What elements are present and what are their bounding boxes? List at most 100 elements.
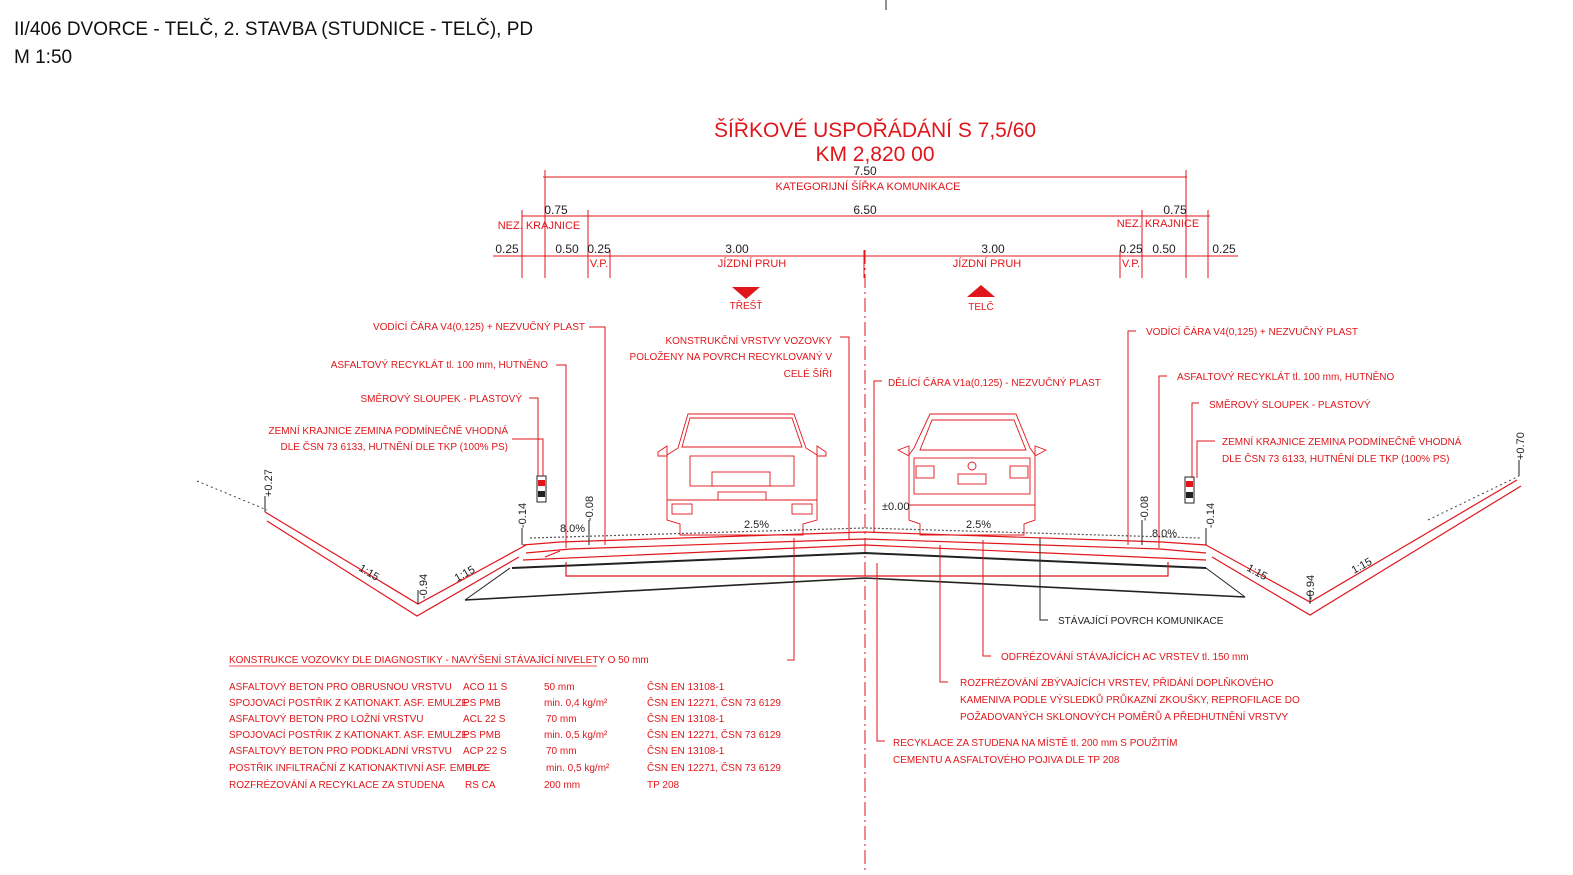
leader-lines: [512, 326, 1215, 742]
layer-row-7-name: ROZFRÉZOVÁNÍ A RECYKLACE ZA STUDENA: [229, 778, 445, 791]
layer-row-5-amount: 70 mm: [546, 746, 577, 757]
dimension-lines: [493, 170, 1238, 278]
note-existing-surface: STÁVAJÍCÍ POVRCH KOMUNIKACE: [1058, 614, 1224, 627]
direction-right: TELČ: [968, 300, 994, 313]
guide-post-right: [1184, 476, 1195, 504]
level-left-inner: -0.08: [584, 496, 596, 521]
layer-row-3-amount: 70 mm: [546, 714, 577, 725]
layer-row-6-standard: ČSN EN 12271, ČSN 73 6129: [647, 761, 781, 774]
dim-d2: 0.50: [555, 242, 579, 256]
note-left-shoulder-1: ZEMNÍ KRAJNICE ZEMINA PODMÍNEČNĚ VHODNÁ: [269, 424, 509, 437]
layer-row-6-name: POSTŘIK INFILTRAČNÍ Z KATIONAKTIVNÍ ASF.…: [229, 761, 491, 774]
layer-row-3-code: ACL 22 S: [463, 714, 506, 725]
note-center-layers-1: KONSTRUKČNÍ VRSTVY VOZOVKY: [665, 334, 832, 347]
layer-row-1-code: ACO 11 S: [463, 682, 508, 693]
dim-d5: 0.50: [1152, 242, 1176, 256]
layer-row-4-code: PS PMB: [463, 730, 501, 741]
slope-lane-right: 2.5%: [966, 519, 991, 531]
layer-row-5-name: ASFALTOVÝ BETON PRO PODKLADNÍ VRSTVU: [229, 744, 452, 757]
note-center-dividing-line: DĚLÍCÍ ČÁRA V1a(0,125) - NEZVUČNÝ PLAST: [888, 376, 1101, 389]
dim-d3-label: V.P.: [590, 258, 608, 270]
dim-d1: 0.25: [495, 242, 519, 256]
level-right-edge: -0.14: [1205, 503, 1217, 528]
layer-row-4-name: SPOJOVACÍ POSTŘIK Z KATIONAKT. ASF. EMUL…: [229, 728, 468, 741]
slope-embank-2: 1:15: [453, 564, 478, 585]
construction-title: KONSTRUKCE VOZOVKY DLE DIAGNOSTIKY - NAV…: [229, 653, 649, 666]
layer-row-4-amount: min. 0,5 kg/m²: [544, 730, 608, 741]
note-left-post: SMĚROVÝ SLOUPEK - PLASTOVÝ: [360, 392, 522, 405]
level-right-ditch: -0.94: [1305, 575, 1317, 600]
level-left-edge: -0.14: [517, 503, 529, 528]
note-center-layers-3: CELÉ ŠÍŘI: [784, 367, 832, 380]
note-left-shoulder-2: DLE ČSN 73 6133, HUTNĚNÍ DLE TKP (100% P…: [281, 440, 509, 453]
level-center: ±0.00: [882, 501, 909, 513]
layer-row-2-amount: min. 0,4 kg/m²: [544, 698, 608, 709]
project-title: II/406 DVORCE - TELČ, 2. STAVBA (STUDNIC…: [14, 18, 533, 40]
note-reprofiling-1: ROZFRÉZOVÁNÍ ZBÝVAJÍCÍCH VRSTEV, PŘIDÁNÍ…: [960, 676, 1274, 689]
layer-row-2-standard: ČSN EN 12271, ČSN 73 6129: [647, 696, 781, 709]
note-reprofiling-3: POŽADOVANÝCH SKLONOVÝCH POMĚRŮ A PŘEDHUT…: [960, 710, 1289, 723]
slope-embank-4: 1:15: [1350, 556, 1375, 577]
note-right-guide-line: VODÍCÍ ČÁRA V4(0,125) + NEZVUČNÝ PLAST: [1146, 325, 1358, 338]
layer-row-2-code: PS PMB: [463, 698, 501, 709]
direction-left: TŘEŠŤ: [730, 299, 763, 312]
slope-lane-left: 2.5%: [744, 519, 769, 531]
layer-row-1-name: ASFALTOVÝ BETON PRO OBRUSNOU VRSTVU: [229, 680, 452, 693]
dim-total: 7.50: [853, 164, 877, 178]
note-reprofiling-2: KAMENIVA PODLE VÝSLEDKŮ PRŮKAZNÍ ZKOUŠKY…: [960, 693, 1300, 706]
layer-row-1-amount: 50 mm: [544, 682, 575, 693]
drawing-scale: M 1:50: [14, 47, 72, 68]
layer-row-7-code: RS CA: [465, 780, 496, 791]
dim-lane-left: 3.00: [725, 242, 749, 256]
note-recycling-1: RECYKLACE ZA STUDENA NA MÍSTĚ tl. 200 mm…: [893, 736, 1178, 749]
leader-existing-surface: [1039, 538, 1048, 621]
arrow-down-icon: [732, 287, 760, 299]
note-right-shoulder-1: ZEMNÍ KRAJNICE ZEMINA PODMÍNEČNĚ VHODNÁ: [1222, 435, 1462, 448]
note-right-shoulder-2: DLE ČSN 73 6133, HUTNĚNÍ DLE TKP (100% P…: [1222, 452, 1450, 465]
note-right-post: SMĚROVÝ SLOUPEK - PLASTOVÝ: [1209, 398, 1371, 411]
construction-table: KONSTRUKCE VOZOVKY DLE DIAGNOSTIKY - NAV…: [229, 653, 781, 791]
layer-row-2-name: SPOJOVACÍ POSTŘIK Z KATIONAKT. ASF. EMUL…: [229, 696, 468, 709]
layer-row-7-amount: 200 mm: [544, 780, 580, 791]
level-left-ditch: -0.94: [418, 574, 430, 599]
guide-post-left: [536, 475, 547, 503]
dim-d3: 0.25: [587, 242, 611, 256]
layer-row-6-code: PI C: [465, 763, 484, 774]
note-milling: ODFRÉZOVÁNÍ STÁVAJÍCÍCH AC VRSTEV tl. 15…: [1001, 650, 1249, 663]
layer-row-6-amount: min. 0,5 kg/m²: [546, 763, 610, 774]
slope-shoulder-left: 8.0%: [560, 523, 585, 535]
dim-lane-right: 3.00: [981, 242, 1005, 256]
terrain-left: [196, 480, 268, 511]
note-recycling-2: CEMENTU A ASFALTOVÉHO POJIVA DLE TP 208: [893, 753, 1120, 766]
dim-left-shoulder: 0.75: [544, 203, 568, 217]
car-rear-icon: [896, 413, 1048, 536]
note-center-layers-2: POLOŽENY NA POVRCH RECYKLOVANÝ V: [630, 350, 833, 363]
dim-right-shoulder-label: NEZ. KRAJNICE: [1117, 218, 1200, 230]
layer-row-5-standard: ČSN EN 13108-1: [647, 744, 725, 757]
dim-lane-left-label: JÍZDNÍ PRUH: [718, 257, 787, 270]
layer-row-5-code: ACP 22 S: [463, 746, 507, 757]
terrain-right: [1427, 475, 1520, 521]
section-chainage: KM 2,820 00: [815, 143, 934, 166]
layer-row-7-standard: TP 208: [647, 780, 679, 791]
layer-row-4-standard: ČSN EN 12271, ČSN 73 6129: [647, 728, 781, 741]
dim-d6: 0.25: [1212, 242, 1236, 256]
layer-row-3-standard: ČSN EN 13108-1: [647, 712, 725, 725]
level-right-inner: -0.08: [1139, 496, 1151, 521]
level-ticks: [264, 460, 1520, 604]
dim-left-shoulder-label: NEZ. KRAJNICE: [498, 220, 581, 232]
dim-d4-label: V.P.: [1122, 258, 1140, 270]
car-front-icon: [657, 413, 827, 536]
note-left-guide-line: VODÍCÍ ČÁRA V4(0,125) + NEZVUČNÝ PLAST: [373, 320, 585, 333]
layer-row-3-name: ASFALTOVÝ BETON PRO LOŽNÍ VRSTVU: [229, 712, 424, 725]
section-title: ŠÍŘKOVÉ USPOŘÁDÁNÍ S 7,5/60: [714, 119, 1036, 142]
level-right-top: +0.70: [1515, 432, 1527, 460]
dim-paved: 6.50: [853, 203, 877, 217]
arrow-up-icon: [967, 285, 995, 297]
level-left-top: +0.27: [263, 469, 275, 497]
slope-embank-3: 1:15: [1245, 562, 1270, 583]
dim-total-label: KATEGORIJNÍ ŠÍŘKA KOMUNIKACE: [776, 180, 961, 193]
dim-lane-right-label: JÍZDNÍ PRUH: [953, 257, 1022, 270]
layer-row-1-standard: ČSN EN 13108-1: [647, 680, 725, 693]
